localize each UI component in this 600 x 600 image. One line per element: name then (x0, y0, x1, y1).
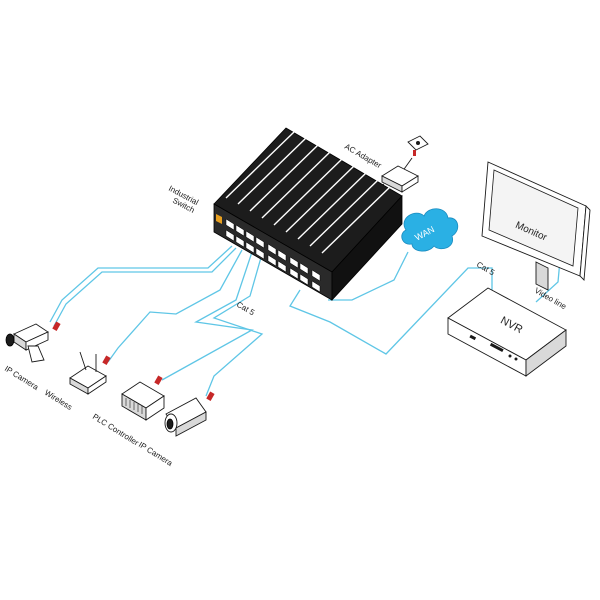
bullet-camera-icon (164, 391, 215, 437)
monitor-icon: Monitor (481, 161, 591, 291)
nvr-icon: NVR (447, 287, 567, 377)
ac-adapter-icon (381, 135, 429, 193)
plc-label: PLC Controller (91, 412, 141, 448)
ip-camera-1-label: IP Camera (3, 364, 41, 392)
plc-controller-icon (121, 375, 165, 421)
cable-plc (161, 251, 255, 381)
cable-wireless (107, 249, 243, 363)
cable-ip-camera-1 (49, 245, 233, 323)
switch-fins (225, 131, 391, 254)
industrial-switch-icon (213, 127, 403, 302)
switch-ports (225, 218, 321, 293)
cable-wan (328, 251, 409, 301)
video-line-label: Video line (533, 286, 568, 312)
cable-ip-camera-2 (205, 253, 264, 397)
cable-nvr (289, 267, 493, 355)
cat5-right-label: Cat 5 (475, 260, 497, 278)
cables (49, 157, 561, 397)
wireless-ap-icon (69, 351, 111, 395)
ip-camera-2-label: IP Camera (137, 440, 175, 468)
cat5-left-label: Cat 5 (235, 300, 257, 318)
ip-camera-icon (5, 321, 61, 363)
wireless-label: Wireless (43, 388, 74, 412)
wan-cloud-icon: WAN (401, 208, 459, 252)
